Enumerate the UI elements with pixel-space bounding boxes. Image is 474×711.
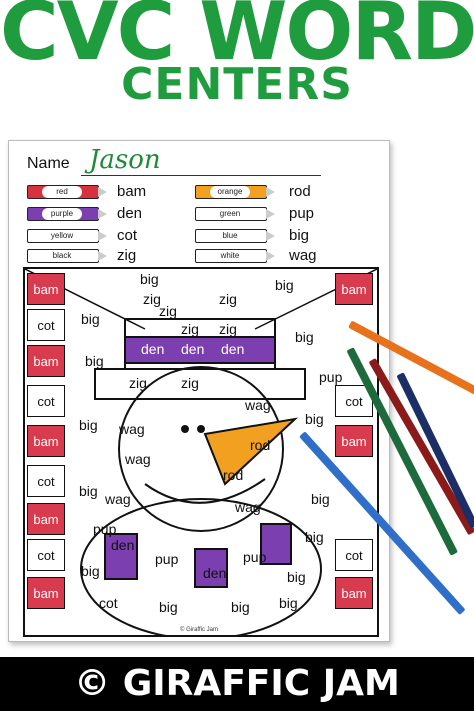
scene-word: wag <box>119 421 145 437</box>
scene-word: den <box>221 341 245 357</box>
scene-word: pup <box>319 369 343 385</box>
scene-word: cot <box>99 595 118 611</box>
border-cell: bam <box>27 345 65 377</box>
crayon-blue-icon: blue <box>195 229 275 243</box>
scene-word: big <box>287 569 306 585</box>
key-word-blue: big <box>289 227 310 244</box>
scene-word: wag <box>105 491 131 507</box>
crayon-orange-icon: orange <box>195 185 275 199</box>
scene-word: pup <box>155 551 179 567</box>
crayon-white-icon: white <box>195 249 275 263</box>
crayon-label: white <box>210 250 250 262</box>
snowman-drawing <box>25 269 377 635</box>
border-cell: cot <box>335 539 373 571</box>
name-label: Name <box>27 155 70 172</box>
crayon-green-icon: green <box>195 207 275 221</box>
worksheet-copyright: © Giraffic Jam <box>180 627 218 633</box>
scene-word: den <box>141 341 165 357</box>
scene-word: big <box>140 271 159 287</box>
crayon-label: orange <box>210 186 250 198</box>
key-word-red: bam <box>117 183 147 200</box>
scene-word: den <box>203 565 227 581</box>
crayon-label: green <box>210 208 250 220</box>
crayon-label: red <box>42 186 82 198</box>
key-word-purple: den <box>117 205 143 222</box>
crayon-label: black <box>42 250 82 262</box>
border-cell: cot <box>27 539 65 571</box>
scene-word: big <box>79 483 98 499</box>
navy-pencil-icon <box>396 372 474 529</box>
scene-word: pup <box>93 521 117 537</box>
color-by-word-puzzle: bam cot bam cot bam cot bam cot bam bam … <box>23 267 379 637</box>
crayon-label: purple <box>42 208 82 220</box>
scene-word: big <box>311 491 330 507</box>
border-cell: bam <box>335 425 373 457</box>
scene-word: rod <box>250 437 271 453</box>
scene-word: big <box>279 595 298 611</box>
crayon-yellow-icon: yellow <box>27 229 107 243</box>
border-cell: cot <box>27 465 65 497</box>
scene-word: big <box>305 411 324 427</box>
border-cell: bam <box>27 577 65 609</box>
title-line-1: CVC WORD <box>0 0 474 78</box>
scene-word: wag <box>235 499 261 515</box>
border-cell: bam <box>335 273 373 305</box>
crayon-red-icon: red <box>27 185 107 199</box>
scene-word: big <box>295 329 314 345</box>
crayon-black-icon: black <box>27 249 107 263</box>
scene-word: big <box>81 563 100 579</box>
key-word-yellow: cot <box>117 227 138 244</box>
scene-word: zig <box>143 291 161 307</box>
worksheet: Name Jason red bam purple den yellow cot… <box>8 140 390 642</box>
scene-word: wag <box>245 397 271 413</box>
scene-word: zig <box>181 375 199 391</box>
border-cell: cot <box>27 309 65 341</box>
scene-word: zig <box>219 291 237 307</box>
scene-word: zig <box>129 375 147 391</box>
scene-word: big <box>79 417 98 433</box>
scene-word: big <box>231 599 250 615</box>
scene-word: big <box>81 311 100 327</box>
scene-word: zig <box>181 321 199 337</box>
scene-word: big <box>85 353 104 369</box>
scene-word: wag <box>125 451 151 467</box>
border-cell: bam <box>27 503 65 535</box>
scene-word: den <box>111 537 135 553</box>
key-word-black: zig <box>117 247 137 264</box>
key-word-orange: rod <box>289 183 311 200</box>
scene-word: den <box>181 341 205 357</box>
footer-brand: © GIRAFFIC JAM <box>0 657 474 711</box>
name-line <box>81 175 321 176</box>
name-value: Jason <box>89 145 161 175</box>
scene-word: zig <box>219 321 237 337</box>
scene-word: zig <box>159 303 177 319</box>
crayon-purple-icon: purple <box>27 207 107 221</box>
border-cell: bam <box>335 577 373 609</box>
border-cell: bam <box>27 273 65 305</box>
scene-word: big <box>159 599 178 615</box>
key-word-white: wag <box>289 247 317 264</box>
scene-word: pup <box>243 549 267 565</box>
border-cell: bam <box>27 425 65 457</box>
border-cell: cot <box>27 385 65 417</box>
scene-word: rod <box>223 467 244 483</box>
crayon-label: yellow <box>42 230 82 242</box>
title-line-2: CENTERS <box>121 59 353 110</box>
key-word-green: pup <box>289 205 315 222</box>
scene-word: big <box>305 529 324 545</box>
scene-word: big <box>275 277 294 293</box>
crayon-label: blue <box>210 230 250 242</box>
